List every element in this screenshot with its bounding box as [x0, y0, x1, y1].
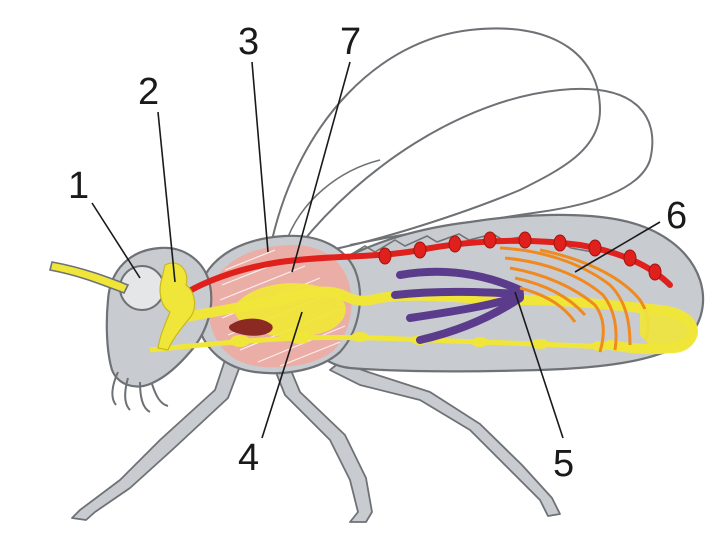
leg-middle — [275, 368, 372, 522]
callout-3: 3 — [238, 21, 259, 63]
wing-root — [285, 160, 380, 245]
callout-7: 7 — [340, 21, 361, 63]
leader-3 — [252, 62, 268, 252]
callout-1: 1 — [68, 165, 89, 207]
callout-2: 2 — [138, 71, 159, 113]
callout-5: 5 — [553, 443, 574, 485]
callout-6: 6 — [666, 195, 687, 237]
leg-front — [72, 360, 240, 520]
leader-1 — [92, 203, 140, 278]
callout-4: 4 — [238, 437, 259, 479]
